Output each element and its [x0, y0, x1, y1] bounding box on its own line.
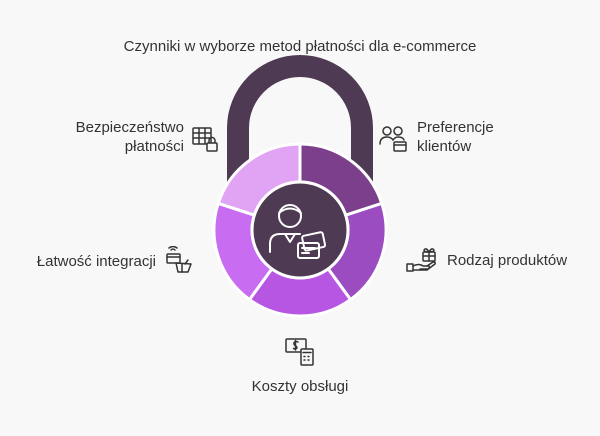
padlock-shackle: [227, 55, 373, 182]
center-circle: [250, 180, 350, 280]
label-bezpieczenstwo: Bezpieczeństwo płatności: [75, 119, 184, 155]
money-calculator-icon: [285, 338, 314, 366]
label-preferencje: Preferencje klientów: [417, 119, 494, 155]
customers-card-icon: [379, 126, 407, 152]
diagram-title: Czynniki w wyborze metod płatności dla e…: [123, 38, 477, 55]
label-rodzaj: Rodzaj produktów: [447, 252, 568, 269]
secure-grid-lock-icon: [192, 127, 218, 152]
label-koszty: Koszty obsługi: [251, 378, 349, 395]
hand-gift-icon: [406, 248, 436, 272]
card-basket-icon: [166, 246, 192, 273]
label-latwosc: Łatwość integracji: [36, 253, 156, 270]
person-payment-icon: [269, 204, 327, 259]
